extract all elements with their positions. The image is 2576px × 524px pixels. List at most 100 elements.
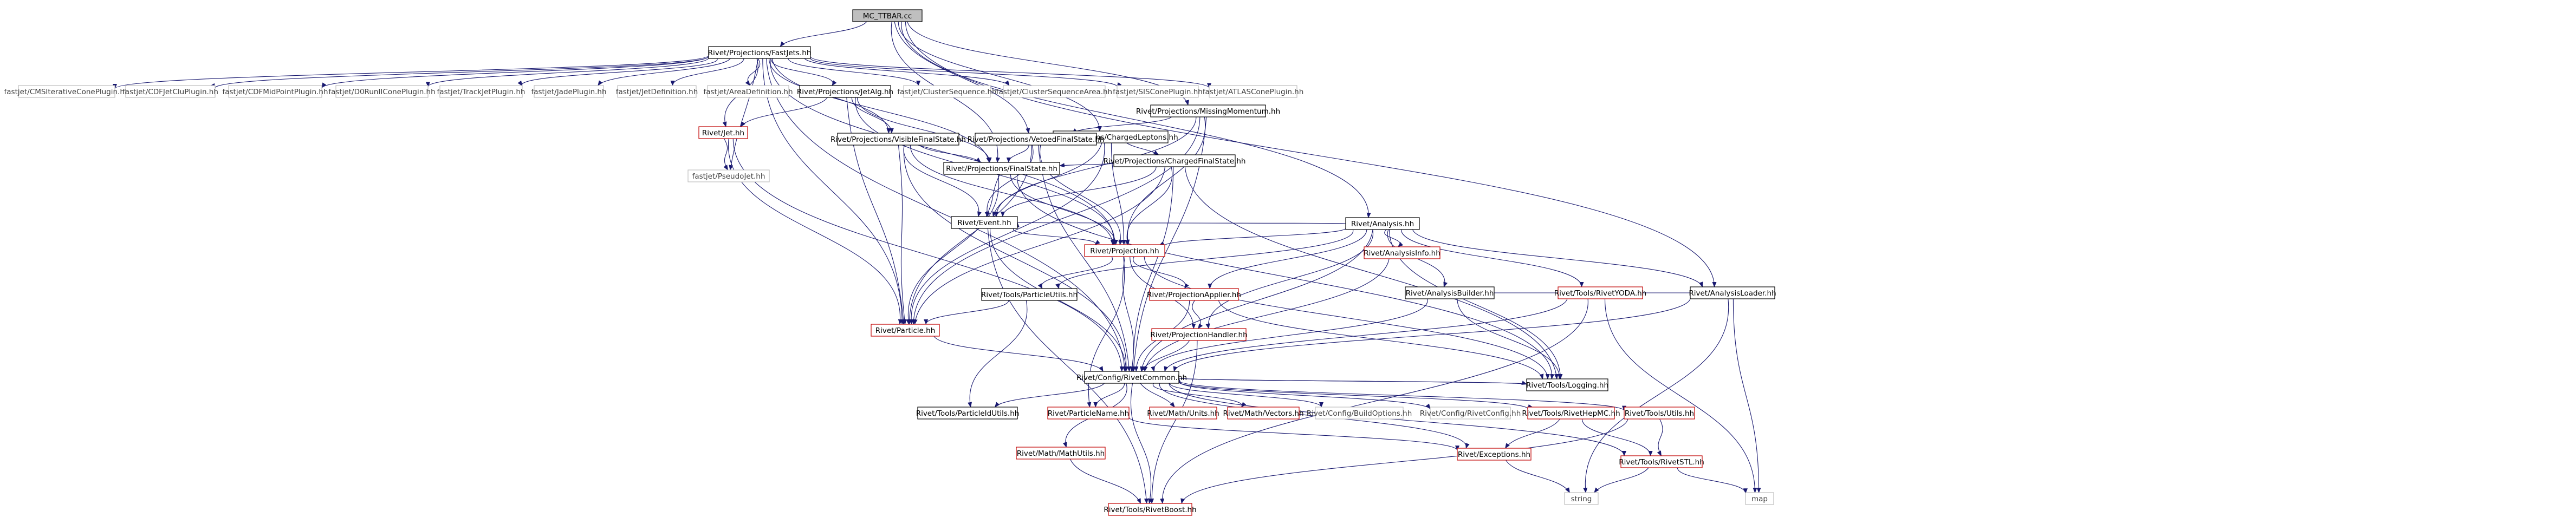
include-edge-visiblefs-to-finalstate [919, 145, 981, 163]
include-edge-fastjets-to-fj_cdfjetclu [211, 55, 709, 89]
node-chargedfs[interactable]: Rivet/Projections/ChargedFinalState.hh [1104, 154, 1246, 167]
node-box [1209, 85, 1297, 98]
node-missingmom[interactable]: Rivet/Projections/MissingMomentum.hh [1136, 104, 1280, 117]
include-edge-finalstate-to-particle [906, 174, 1000, 325]
include-edge-chargedfs-to-event [1000, 166, 1157, 217]
node-particleutils[interactable]: Rivet/Tools/ParticleUtils.hh [981, 288, 1078, 301]
include-edge-chargedleptons-to-particle [909, 142, 1105, 325]
node-box [1690, 286, 1775, 299]
node-projhandler[interactable]: Rivet/ProjectionHandler.hh [1150, 328, 1248, 341]
node-box [1430, 407, 1511, 420]
node-label: Rivet/Projection.hh [1090, 247, 1159, 256]
include-edge-jet-to-pseudojet [723, 138, 729, 171]
node-label: Rivet/Math/Vectors.hh [1223, 409, 1303, 418]
node-map: map [1745, 492, 1774, 505]
node-rivetyoda[interactable]: Rivet/Tools/RivetYODA.hh [1554, 286, 1646, 299]
include-edge-fastjets-to-fj_cms [113, 55, 709, 89]
node-toolsutils[interactable]: Rivet/Tools/Utils.hh [1624, 407, 1695, 420]
node-logging[interactable]: Rivet/Tools/Logging.hh [1526, 378, 1608, 391]
node-label: Rivet/Tools/Logging.hh [1526, 381, 1608, 390]
include-edge-analysis-to-rivetyoda [1400, 229, 1584, 287]
node-box [439, 85, 523, 98]
node-particlename[interactable]: Rivet/ParticleName.hh [1047, 407, 1130, 420]
node-label: Rivet/AnalysisLoader.hh [1689, 289, 1776, 298]
node-label: Rivet/Config/BuildOptions.hh [1307, 409, 1412, 418]
include-edge-analysisinfo-to-rivetcommon [1143, 258, 1390, 372]
include-edge-chargedfs-to-rivetcommon [1131, 166, 1174, 372]
include-edge-fastjets-to-rivetcommon [766, 58, 1127, 372]
node-box [903, 85, 991, 98]
node-label: Rivet/Particle.hh [875, 326, 936, 335]
node-label: MC_TTBAR.cc [863, 12, 912, 21]
node-fj_cms: fastjet/CMSIterativeConePlugin.hh [4, 85, 129, 98]
node-exceptions[interactable]: Rivet/Exceptions.hh [1457, 448, 1532, 461]
node-box [228, 85, 322, 98]
node-fastjets[interactable]: Rivet/Projections/FastJets.hh [708, 46, 812, 59]
include-edge-jetalg-to-finalstate [856, 97, 992, 163]
node-pseudojet: fastjet/PseudoJet.hh [687, 169, 770, 182]
node-rivethepmc[interactable]: Rivet/Tools/RivetHepMC.hh [1522, 407, 1620, 420]
node-projapplier[interactable]: Rivet/ProjectionApplier.hh [1147, 288, 1241, 301]
node-label: Rivet/Jet.hh [702, 129, 744, 137]
include-edge-root-to-chargedleptons [898, 21, 1102, 132]
node-analysisinfo[interactable]: Rivet/AnalysisInfo.hh [1364, 246, 1441, 259]
node-projection[interactable]: Rivet/Projection.hh [1084, 244, 1165, 257]
node-vetoedfs[interactable]: Rivet/Projections/VetoedFinalState.hh [968, 133, 1105, 146]
node-box [1457, 448, 1532, 461]
node-event[interactable]: Rivet/Event.hh [951, 216, 1018, 229]
node-analysisloader[interactable]: Rivet/AnalysisLoader.hh [1689, 286, 1776, 299]
node-box [1405, 286, 1495, 299]
node-visiblefs[interactable]: Rivet/Projections/VisibleFinalState.hh [830, 133, 966, 146]
include-edge-particlename-to-exceptions [1128, 417, 1459, 451]
include-edge-vetoedfs-to-finalstate [1006, 145, 1029, 163]
include-edge-analysisloader-to-string [1583, 298, 1729, 493]
node-particleidutils[interactable]: Rivet/Tools/ParticleIdUtils.hh [916, 407, 1020, 420]
node-fj_jetdef: fastjet/JetDefinition.hh [616, 85, 698, 98]
node-root[interactable]: MC_TTBAR.cc [852, 9, 923, 22]
include-edge-rivethepmc-to-exceptions [1505, 418, 1560, 449]
node-fj_clseqarea: fastjet/ClusterSequenceArea.hh [996, 85, 1112, 98]
include-edge-rivetcommon-to-rivetboost [1130, 383, 1152, 504]
node-rivetstl[interactable]: Rivet/Tools/RivetSTL.hh [1619, 455, 1704, 468]
include-edge-rivetcommon-to-toolsutils [1178, 380, 1626, 411]
node-box [917, 407, 1018, 420]
node-box [687, 169, 770, 182]
include-edge-chargedleptons-to-chargedfs [1126, 142, 1159, 155]
include-edge-rivetcommon-to-particlename [1093, 383, 1125, 408]
node-analysis[interactable]: Rivet/Analysis.hh [1345, 217, 1420, 230]
include-edge-projection-to-projapplier [1133, 256, 1189, 289]
node-mathutils[interactable]: Rivet/Math/MathUtils.hh [1016, 447, 1106, 460]
include-edge-chargedfs-to-logging [1184, 166, 1559, 379]
node-mathunits[interactable]: Rivet/Math/Units.hh [1147, 407, 1219, 420]
include-edge-fastjets-to-jetalg [771, 58, 837, 86]
node-jetalg[interactable]: Rivet/Projections/JetAlg.hh [797, 85, 893, 98]
node-rivetcommon[interactable]: Rivet/Config/RivetCommon.hh [1076, 371, 1187, 384]
node-label: Rivet/Tools/RivetHepMC.hh [1522, 409, 1620, 418]
include-edge-particle-to-rivetcommon [933, 336, 1104, 372]
include-edge-rivetyoda-to-rivetcommon [1164, 298, 1568, 372]
node-mathvectors[interactable]: Rivet/Math/Vectors.hh [1223, 407, 1304, 420]
include-edge-toolsutils-to-rivetboost [1180, 418, 1628, 504]
include-edge-missingmom-to-event [994, 116, 1197, 217]
include-edge-exceptions-to-string [1506, 460, 1570, 493]
include-edge-rivetcommon-to-rivetconfig [1178, 382, 1431, 409]
include-edge-analysis-to-projection [1159, 227, 1346, 247]
include-edge-root-to-fastjets [780, 21, 867, 47]
node-label: Rivet/Math/MathUtils.hh [1017, 449, 1105, 458]
node-fj_cdfmidpoint: fastjet/CDFMidPointPlugin.hh [222, 85, 328, 98]
include-edge-rivetyoda-to-map [1604, 298, 1757, 493]
node-box [1016, 447, 1106, 460]
node-jet[interactable]: Rivet/Jet.hh [698, 126, 748, 139]
node-particle[interactable]: Rivet/Particle.hh [871, 324, 940, 337]
node-finalstate[interactable]: Rivet/Projections/FinalState.hh [943, 162, 1060, 175]
node-analysisbuilder[interactable]: Rivet/AnalysisBuilder.hh [1405, 286, 1495, 299]
node-rivetboost[interactable]: Rivet/Tools/RivetBoost.hh [1104, 503, 1197, 516]
include-edge-logging-to-rivetcommon [1177, 377, 1527, 385]
node-box [1558, 286, 1643, 299]
include-edge-visiblefs-to-rivetcommon [903, 145, 1128, 372]
node-label: Rivet/Projections/VisibleFinalState.hh [830, 135, 966, 144]
node-box [1345, 217, 1420, 230]
include-edge-visiblefs-to-particle [898, 145, 907, 325]
node-label: Rivet/Tools/RivetBoost.hh [1104, 506, 1196, 514]
